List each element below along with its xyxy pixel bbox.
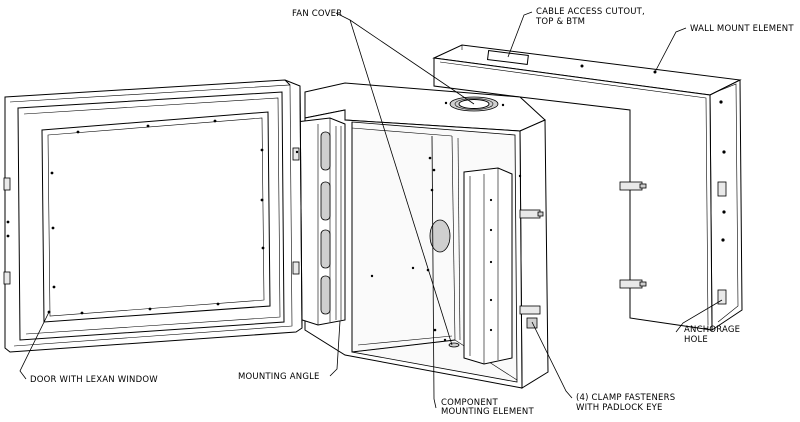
- box-clamp-upper: [519, 209, 544, 219]
- clamp-fastener-upper: [619, 181, 647, 191]
- callout-labels: FAN COVER CABLE ACCESS CUTOUT, TOP & BTM…: [30, 7, 794, 417]
- label-cable-access-line-1: CABLE ACCESS CUTOUT,: [536, 7, 645, 17]
- mounting-angle: [295, 117, 346, 326]
- wall-latch-lower: [717, 289, 727, 305]
- clamp-fastener-lower: [619, 279, 647, 289]
- label-anchorage-line-1: ANCHORAGE: [684, 325, 740, 335]
- label-clamp-line-1: (4) CLAMP FASTENERS: [576, 393, 675, 403]
- leader-lines: [19, 11, 723, 409]
- wall-latch-upper: [717, 181, 727, 197]
- component-mounting-element: [463, 167, 513, 365]
- label-anchorage-line-2: HOLE: [684, 335, 708, 345]
- label-mounting-angle: MOUNTING ANGLE: [238, 372, 320, 382]
- door: [3, 79, 303, 353]
- label-cable-access-line-2: TOP & BTM: [535, 17, 585, 27]
- label-fan-cover: FAN COVER: [292, 9, 342, 19]
- label-component-line-1: COMPONENT: [441, 398, 498, 408]
- label-clamp-line-2: WITH PADLOCK EYE: [576, 403, 663, 413]
- label-door: DOOR WITH LEXAN WINDOW: [30, 375, 158, 385]
- lexan-window: [41, 111, 271, 323]
- box-clamp-lower: [519, 305, 541, 329]
- label-wall-mount-element: WALL MOUNT ELEMENT: [690, 24, 794, 34]
- label-component-line-2: MOUNTING ELEMENT: [441, 407, 534, 417]
- wall-mount-element: [432, 44, 743, 331]
